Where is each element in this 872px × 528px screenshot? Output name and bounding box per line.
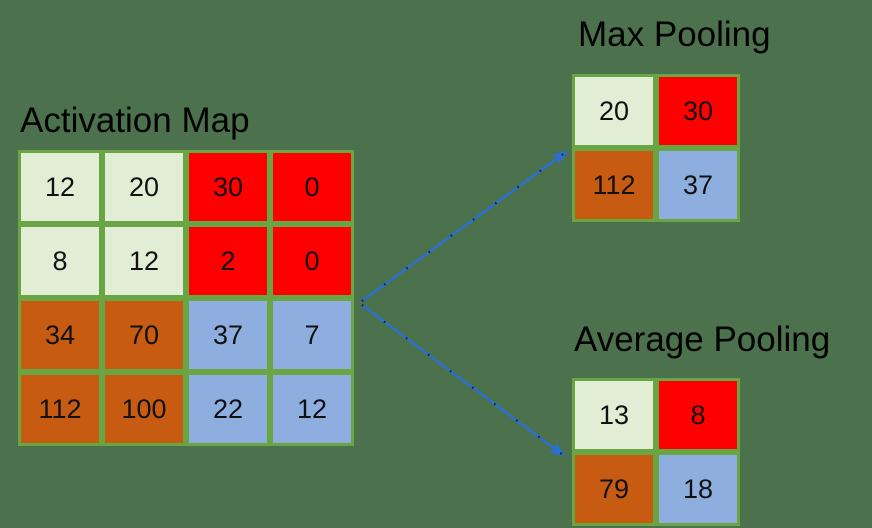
grid-cell: 2 [186,224,270,298]
grid-cell: 8 [18,224,102,298]
grid-cell: 18 [656,452,740,526]
grid-cell: 30 [186,150,270,224]
arrow-to-average-pooling [361,304,565,457]
grid-cell: 7 [270,298,354,372]
grid-cell: 37 [656,148,740,222]
grid-cell: 20 [572,74,656,148]
grid-cell: 0 [270,224,354,298]
arrow-to-max-pooling [361,150,568,302]
grid-cell: 8 [656,378,740,452]
grid-cell: 13 [572,378,656,452]
grid-cell: 22 [186,372,270,446]
activation-map-title: Activation Map [20,101,250,140]
grid-cell: 0 [270,150,354,224]
grid-cell: 100 [102,372,186,446]
grid-cell: 34 [18,298,102,372]
grid-cell: 30 [656,74,740,148]
grid-cell: 12 [270,372,354,446]
max-pooling-title: Max Pooling [578,15,771,54]
grid-cell: 112 [572,148,656,222]
grid-cell: 70 [102,298,186,372]
grid-cell: 12 [102,224,186,298]
grid-cell: 79 [572,452,656,526]
grid-cell: 12 [18,150,102,224]
grid-cell: 37 [186,298,270,372]
average-pooling-title: Average Pooling [574,320,831,359]
grid-cell: 112 [18,372,102,446]
grid-cell: 20 [102,150,186,224]
